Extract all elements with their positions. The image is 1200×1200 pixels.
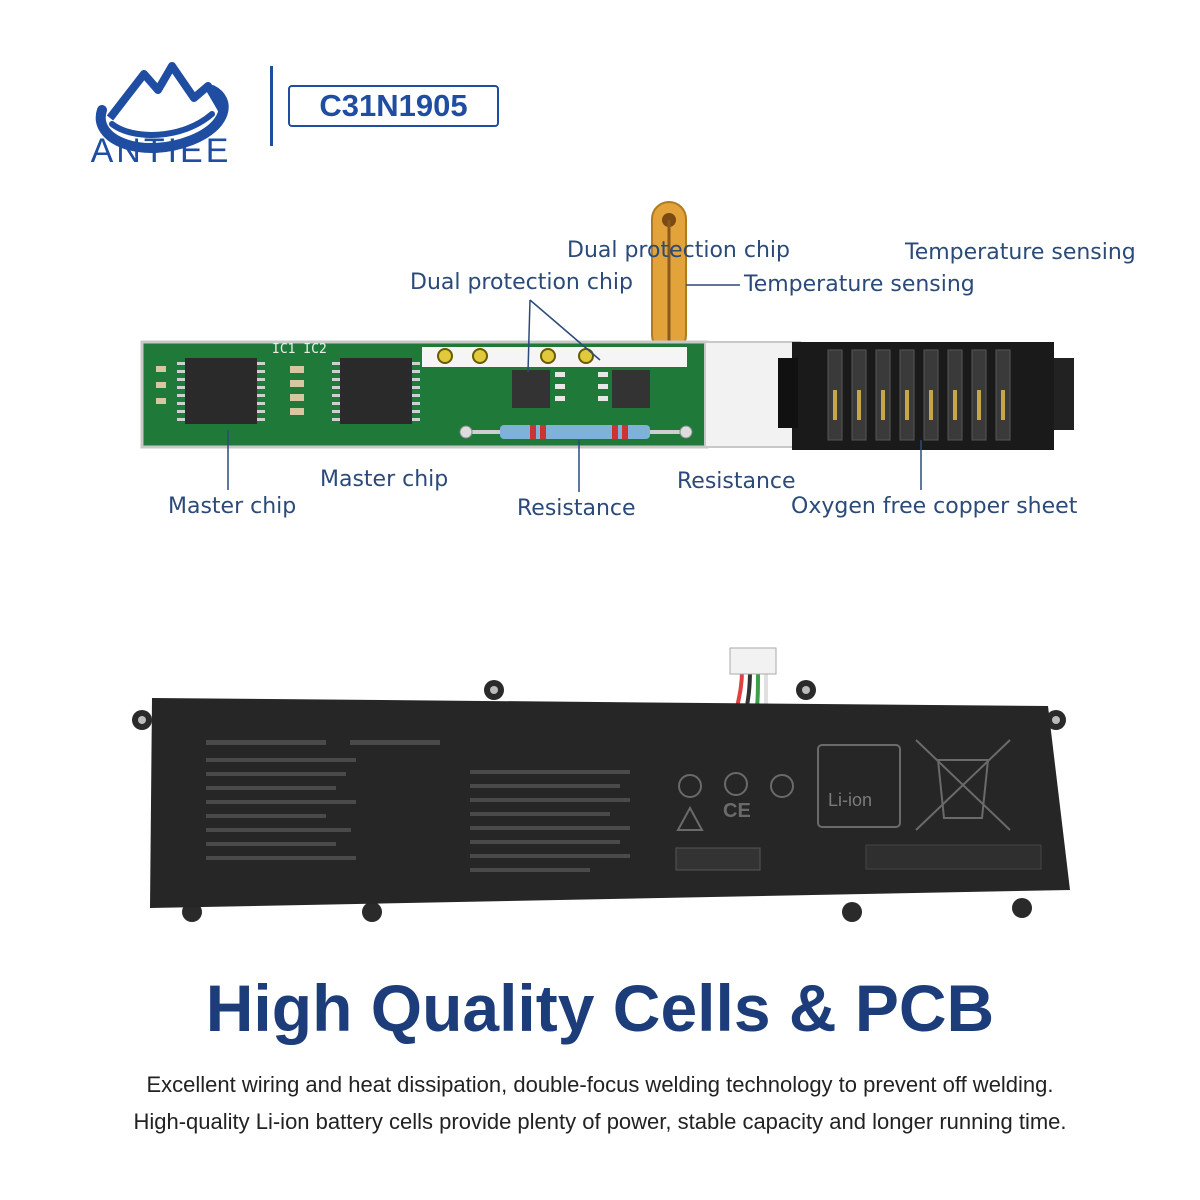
description-line-2: High-quality Li-ion battery cells provid… — [133, 1109, 1067, 1134]
label-master-chip-2: Master chip — [320, 467, 449, 492]
ic-silkscreen: IC1 IC2 — [272, 342, 327, 357]
label-master-chip-1: Master chip — [168, 494, 297, 519]
brand-logo-icon — [95, 62, 229, 153]
label-temperature-sensing: Temperature sensing — [744, 272, 975, 297]
ce-mark: CE — [723, 800, 751, 822]
label-resistance: Resistance — [517, 496, 636, 521]
model-badge: C31N1905 — [288, 85, 499, 127]
master-chip-2 — [340, 358, 412, 424]
protection-chip-1 — [512, 370, 550, 408]
label-dual-protection-chip: Dual protection chip — [410, 270, 633, 295]
leader-lines — [227, 284, 922, 492]
master-chip-1 — [185, 358, 257, 424]
description-line-1: Excellent wiring and heat dissipation, d… — [146, 1072, 1054, 1097]
battery-connector-plug — [729, 647, 777, 675]
brand-name: ANTIEE — [90, 132, 232, 170]
label-oxygen-free-copper-sheet: Oxygen free copper sheet — [791, 494, 1078, 519]
li-ion-recycle-label: Li-ion — [828, 790, 873, 810]
protection-chip-2 — [612, 370, 650, 408]
label-temperature-sensing-right: Temperature sensing — [905, 240, 1136, 265]
brand-divider — [270, 66, 273, 146]
label-dual-protection-chip-top: Dual protection chip — [567, 238, 790, 263]
battery-pack-image — [132, 647, 1070, 922]
headline: High Quality Cells & PCB — [205, 971, 995, 1045]
pcb-board-image — [140, 201, 1074, 450]
label-resistance-right: Resistance — [677, 469, 796, 494]
battery-body — [150, 698, 1070, 908]
